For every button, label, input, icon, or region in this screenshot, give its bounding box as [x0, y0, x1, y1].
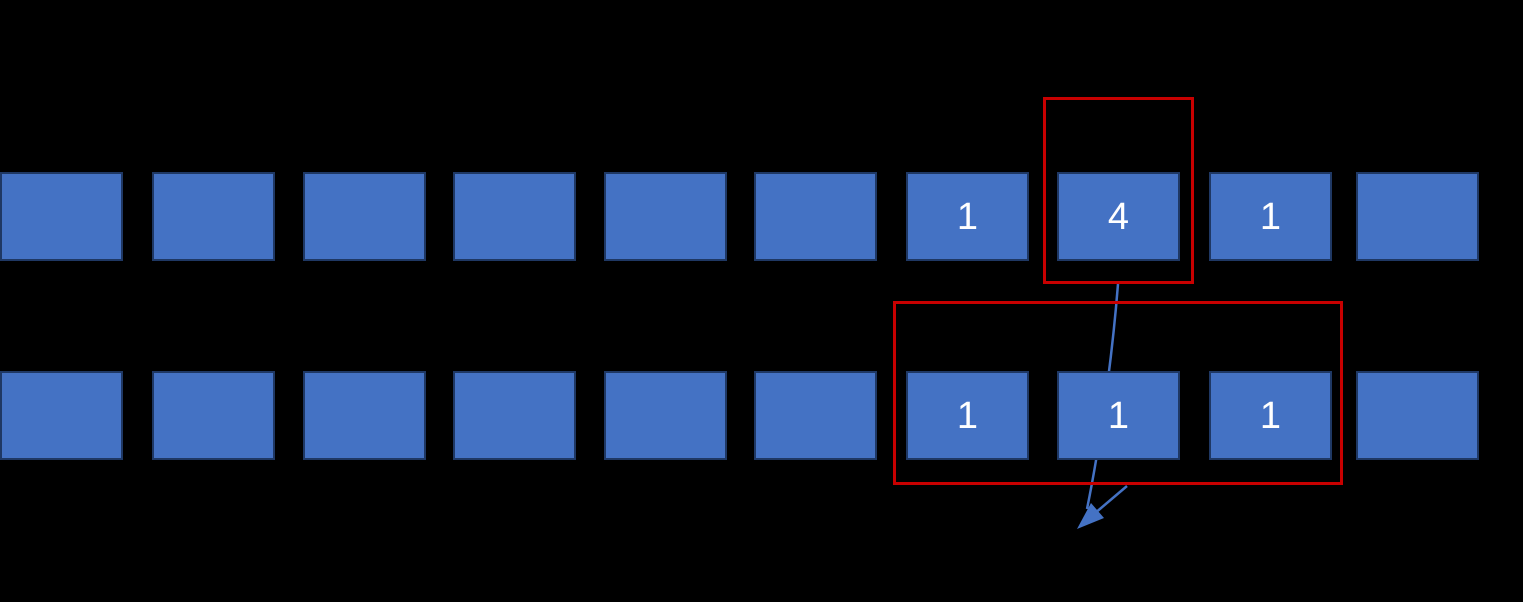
arrow-line-from-group [1093, 485, 1128, 515]
cell-value: 1 [1259, 195, 1282, 238]
array-cell [0, 172, 123, 261]
array-cell [1356, 172, 1479, 261]
array-cell: 1 [1057, 371, 1180, 460]
bottom-row: 1 1 1 [0, 371, 1523, 460]
array-cell: 1 [906, 371, 1029, 460]
cell-value: 1 [1107, 394, 1130, 437]
array-cell [754, 371, 877, 460]
arrow-head-icon [1077, 503, 1104, 529]
array-cell [1356, 371, 1479, 460]
array-cell [453, 371, 576, 460]
array-cell: 1 [1209, 371, 1332, 460]
top-row: 1 4 1 [0, 172, 1523, 261]
highlight-box-carry-cell [1043, 97, 1194, 284]
array-cell [0, 371, 123, 460]
array-cell: 1 [1209, 172, 1332, 261]
array-cell [453, 172, 576, 261]
array-cell [152, 371, 275, 460]
array-cell-carry: 4 [1057, 172, 1180, 261]
cell-value: 1 [956, 394, 979, 437]
array-cell [754, 172, 877, 261]
highlight-box-split-group [893, 301, 1343, 485]
array-cell [303, 172, 426, 261]
cell-value: 4 [1107, 195, 1130, 238]
cell-value: 1 [956, 195, 979, 238]
cell-value: 1 [1259, 394, 1282, 437]
array-cell [604, 371, 727, 460]
array-cell [152, 172, 275, 261]
array-cell [303, 371, 426, 460]
array-cell: 1 [906, 172, 1029, 261]
array-cell [604, 172, 727, 261]
